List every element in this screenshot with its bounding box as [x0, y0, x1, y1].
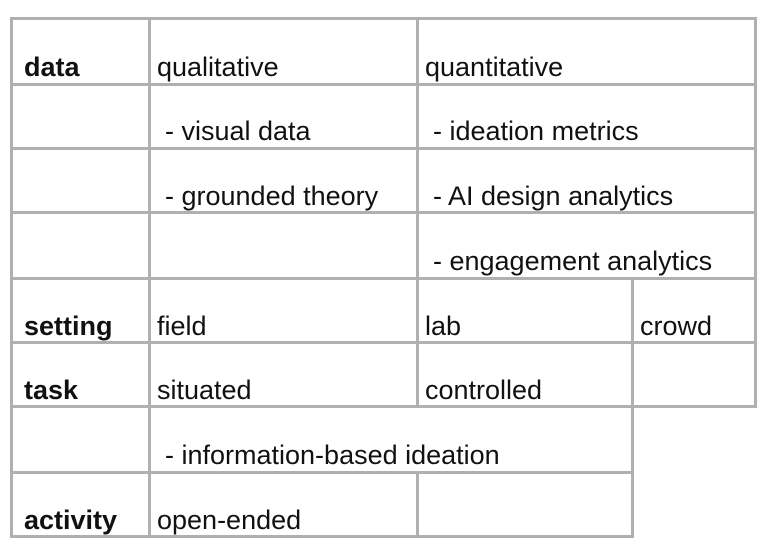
cell-ideation-metrics: - ideation metrics: [433, 116, 639, 146]
cell-crowd: crowd: [640, 311, 713, 341]
grid-line-v2: [148, 17, 151, 538]
grid-line-v3b: [416, 471, 419, 538]
row-header-setting: setting: [24, 311, 113, 341]
cell-ai-design-analytics: - AI design analytics: [433, 181, 674, 211]
grid-line-h7: [10, 405, 756, 408]
cell-engagement-analytics: - engagement analytics: [433, 246, 713, 276]
grid-line-h5: [10, 277, 756, 280]
grid-line-v3: [416, 17, 419, 408]
row-header-data: data: [24, 52, 80, 82]
cell-qualitative: qualitative: [157, 52, 279, 82]
grid-line-h2: [10, 83, 756, 86]
cell-grounded-theory: - grounded theory: [165, 181, 379, 211]
grid-line-h9: [10, 535, 634, 538]
grid-line-v5: [754, 17, 757, 408]
row-header-activity: activity: [24, 505, 118, 535]
cell-visual-data: - visual data: [165, 116, 311, 146]
cell-quantitative: quantitative: [425, 52, 564, 82]
cell-lab: lab: [425, 311, 462, 341]
grid-line-h3: [10, 147, 756, 150]
grid-line-h8: [10, 471, 634, 474]
cell-open-ended: open-ended: [157, 505, 302, 535]
grid-line-h1: [10, 17, 756, 20]
grid-line-h4: [10, 211, 756, 214]
grid-line-v1: [10, 17, 13, 538]
row-header-task: task: [24, 375, 79, 405]
cell-controlled: controlled: [425, 375, 543, 405]
cell-situated: situated: [157, 375, 252, 405]
cell-field: field: [157, 311, 207, 341]
cell-information-based-ideation: - information-based ideation: [165, 440, 500, 470]
grid-line-h6: [10, 341, 756, 344]
grid-line-v4: [631, 277, 634, 538]
